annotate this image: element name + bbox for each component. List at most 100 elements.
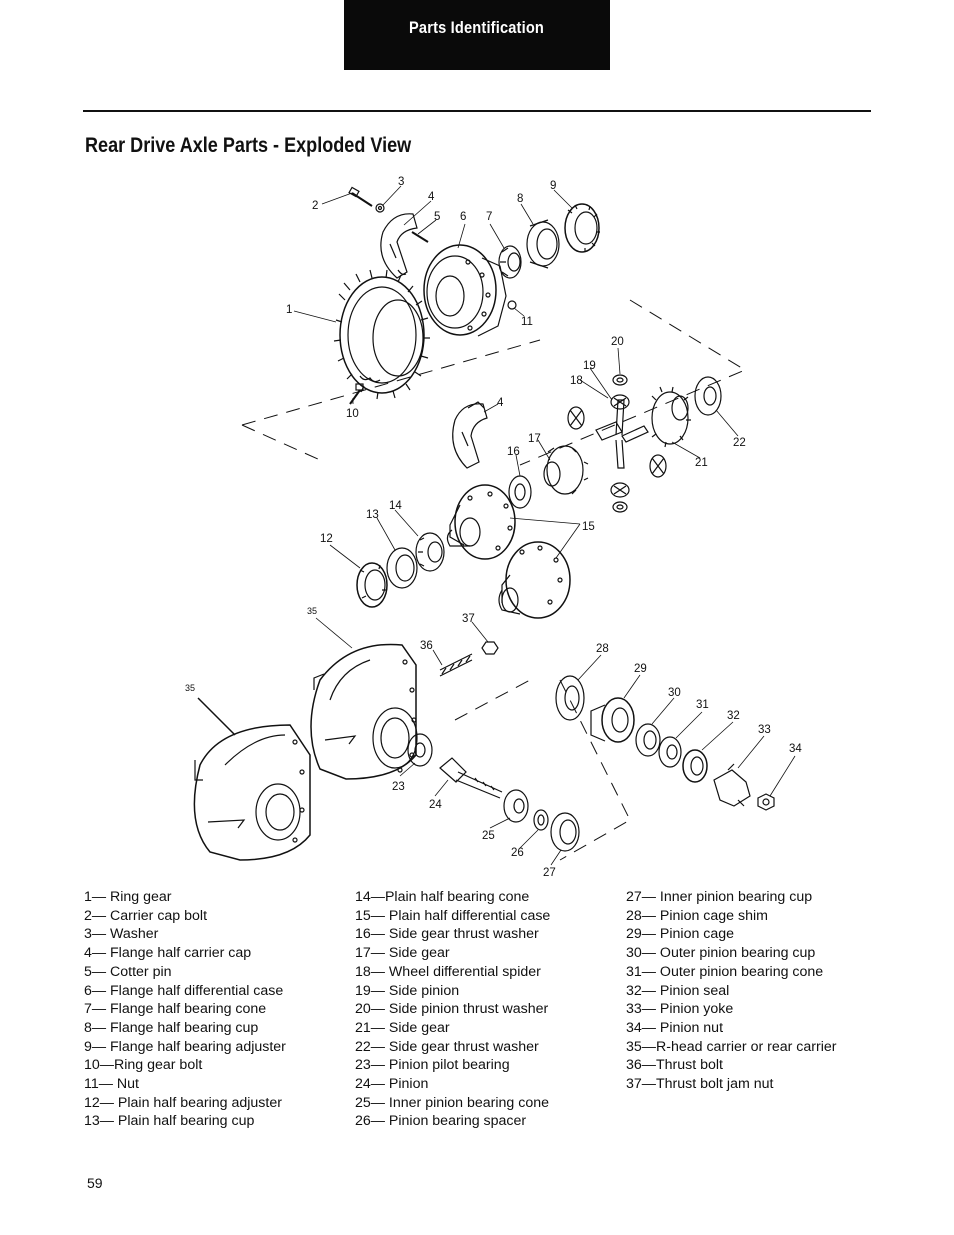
plain-bearing-cup-part: [386, 547, 418, 589]
legend-item: 6— Flange half differential case: [84, 982, 284, 999]
legend-item: 12— Plain half bearing adjuster: [84, 1094, 282, 1111]
flange-bearing-cup-part: [526, 219, 560, 269]
legend-column-2: 14—Plain half bearing cone 15— Plain hal…: [355, 888, 550, 1131]
pinion-nut-part: [757, 793, 775, 811]
callout-4b: 4: [497, 397, 504, 409]
legend-item: 15— Plain half differential case: [355, 907, 551, 924]
pinion-part: [439, 757, 503, 799]
legend-item: 13— Plain half bearing cup: [84, 1113, 255, 1130]
callout-26: 26: [511, 847, 524, 859]
legend-item: 16— Side gear thrust washer: [355, 926, 539, 943]
callout-17: 17: [528, 433, 541, 445]
callout-22: 22: [733, 437, 746, 449]
ring-gear-part: [333, 269, 430, 400]
legend-item: 3— Washer: [84, 926, 159, 943]
callout-37: 37: [462, 613, 475, 625]
legend-item: 11— Nut: [84, 1076, 139, 1093]
legend-item: 18— Wheel differential spider: [355, 963, 541, 980]
callout-32: 32: [727, 710, 740, 722]
plain-bearing-adjuster-part: [356, 562, 388, 608]
leader-35-lower: [197, 697, 236, 736]
spider-assembly: [508, 374, 722, 513]
callout-4: 4: [428, 191, 435, 203]
carrier-cap-part: [380, 213, 418, 279]
callout-8: 8: [517, 193, 523, 205]
legend-item: 33— Pinion yoke: [626, 1001, 734, 1018]
plain-case-part: [446, 484, 571, 619]
guide-lines: [241, 299, 747, 861]
callout-25: 25: [482, 830, 495, 842]
callout-19: 19: [583, 360, 596, 372]
leader-35-upper: [315, 617, 353, 649]
pinion-bearing-spacer-part: [533, 809, 549, 831]
pinion-pilot-bearing-part: [407, 733, 433, 767]
callout-13: 13: [366, 509, 379, 521]
callout-34: 34: [789, 743, 802, 755]
carrier-cap-part-lower: [452, 401, 488, 469]
callout-16: 16: [507, 446, 520, 458]
callout-3: 3: [398, 176, 404, 188]
legend-item: 23— Pinion pilot bearing: [355, 1057, 510, 1074]
callout-12: 12: [320, 533, 333, 545]
callout-27: 27: [543, 867, 556, 879]
section-tab-label: Parts Identification: [409, 18, 545, 37]
callout-31: 31: [696, 699, 709, 711]
legend-item: 1— Ring gear: [84, 889, 172, 905]
cotter-pin-part: [411, 231, 429, 243]
legend-item: 36—Thrust bolt: [626, 1057, 723, 1074]
callout-15: 15: [582, 521, 595, 533]
outer-pinion-bearing-cone-part: [658, 736, 682, 768]
legend-column-1: 1— Ring gear 2— Carrier cap bolt 3— Wash…: [84, 888, 286, 1131]
legend-item: 4— Flange half carrier cap: [84, 945, 252, 962]
legend-item: 14—Plain half bearing cone: [355, 889, 530, 905]
pinion-seal-part: [682, 749, 708, 783]
leader-lines: [293, 185, 796, 866]
legend-item: 28— Pinion cage shim: [626, 907, 768, 924]
legend-item: 5— Cotter pin: [84, 963, 172, 980]
callout-18: 18: [570, 375, 583, 387]
callout-14: 14: [389, 500, 402, 512]
legend-item: 8— Flange half bearing cup: [84, 1019, 259, 1036]
inner-pinion-bearing-cup-part: [550, 812, 580, 852]
pinion-cage-part: [590, 697, 635, 743]
legend-item: 25— Inner pinion bearing cone: [355, 1094, 550, 1111]
legend-item: 32— Pinion seal: [626, 982, 730, 999]
callout-11: 11: [521, 316, 533, 328]
legend-item: 19— Side pinion: [355, 982, 460, 999]
legend-item: 17— Side gear: [355, 945, 450, 962]
legend-item: 7— Flange half bearing cone: [84, 1001, 267, 1018]
legend-item: 9— Flange half bearing adjuster: [84, 1038, 286, 1055]
callout-29: 29: [634, 663, 647, 675]
page-number: 59: [87, 1175, 103, 1191]
thrust-bolt-part: [439, 653, 473, 677]
legend-item: 29— Pinion cage: [626, 926, 735, 943]
legend-item: 2— Carrier cap bolt: [84, 907, 208, 924]
flange-bearing-adjuster-part: [564, 203, 600, 253]
inner-pinion-bearing-cone-part: [503, 789, 529, 823]
callout-23: 23: [392, 781, 405, 793]
legend-item: 30— Outer pinion bearing cup: [626, 945, 816, 962]
callout-1: 1: [286, 304, 292, 316]
flange-case-part: [423, 244, 507, 337]
rear-carrier-part: [193, 724, 311, 861]
callout-35b: 35: [185, 683, 195, 693]
callout-5: 5: [434, 211, 440, 223]
exploded-view-diagram: 1 2 3 4 5 6 7 8 9 10 11 4 12 13 14 15 16…: [185, 176, 802, 879]
outer-pinion-bearing-cup-part: [635, 723, 661, 757]
legend-item: 24— Pinion: [355, 1076, 429, 1093]
callout-36: 36: [420, 640, 433, 652]
callout-7: 7: [486, 211, 492, 223]
legend-item: 34— Pinion nut: [626, 1019, 724, 1036]
pinion-yoke-part: [713, 763, 751, 807]
pinion-cage-shim-part: [555, 675, 585, 721]
nut-part: [507, 300, 517, 310]
legend-item: 22— Side gear thrust washer: [355, 1038, 539, 1055]
header-rule: [83, 110, 871, 112]
callout-numbers: 1 2 3 4 5 6 7 8 9 10 11 4 12 13 14 15 16…: [185, 176, 802, 879]
ring-gear-bolt-part: [349, 383, 364, 405]
page-title: Rear Drive Axle Parts - Exploded View: [85, 134, 412, 157]
callout-21: 21: [695, 457, 708, 469]
legend-column-3: 27— Inner pinion bearing cup 28— Pinion …: [626, 888, 837, 1094]
callout-35a: 35: [307, 606, 317, 616]
callout-24: 24: [429, 799, 442, 811]
